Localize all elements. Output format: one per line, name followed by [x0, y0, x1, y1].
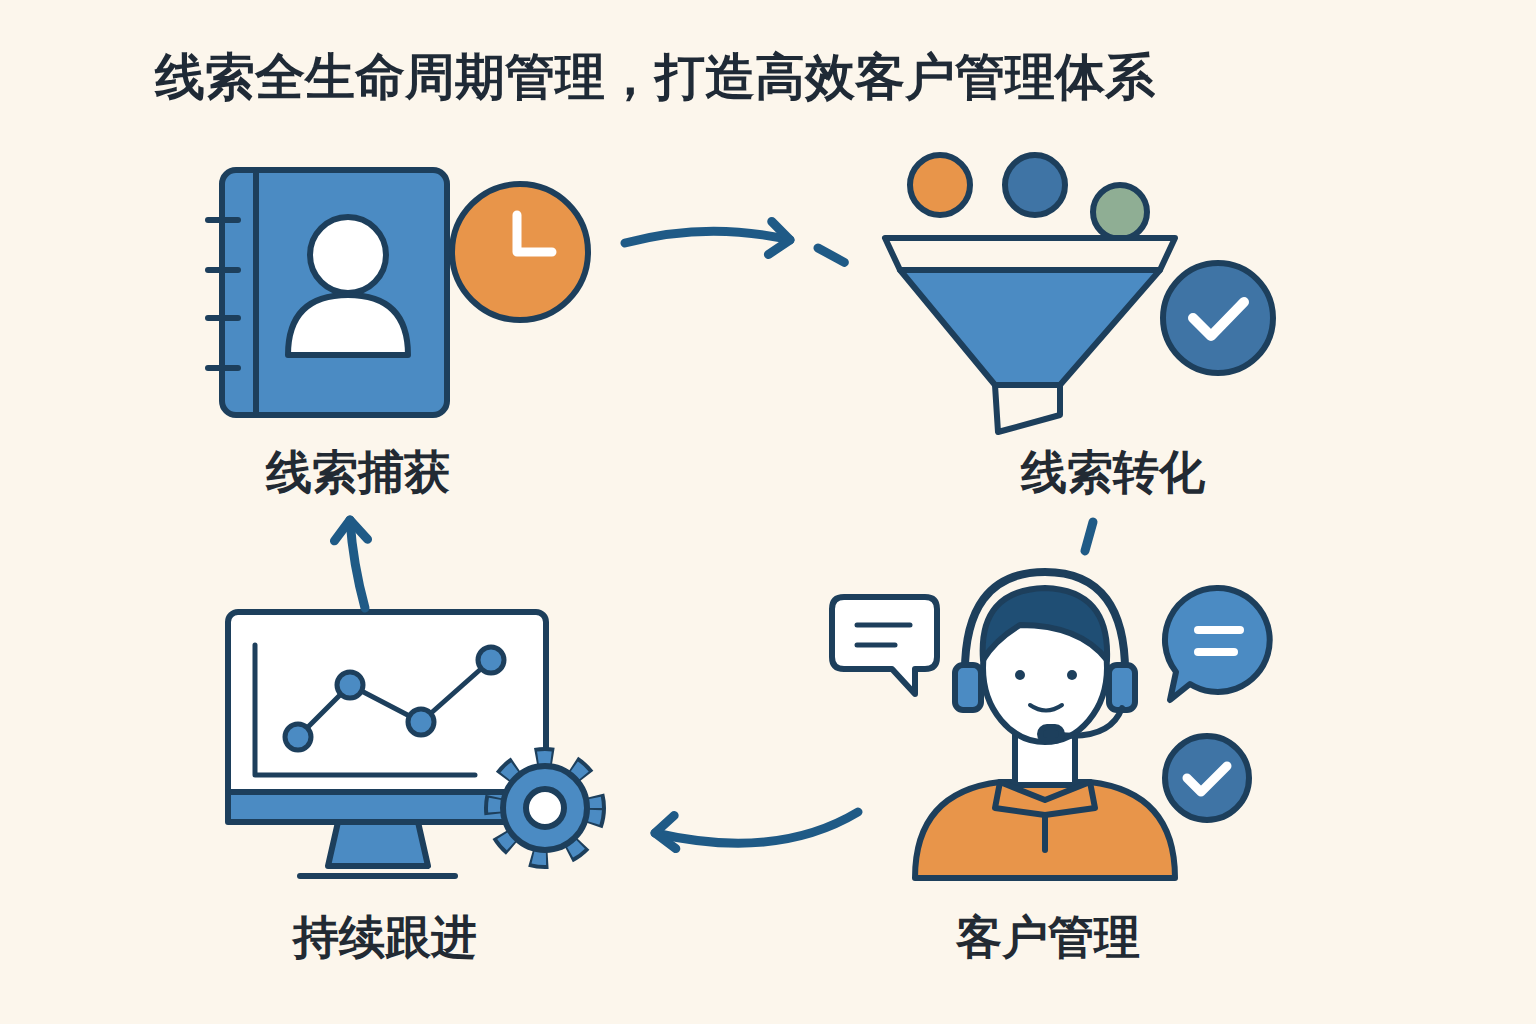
agent-icon	[915, 572, 1175, 878]
contact-book-icon	[208, 170, 447, 415]
flow-connector	[625, 222, 862, 272]
check-badge	[1165, 736, 1249, 820]
check-badge	[1163, 263, 1273, 373]
funnel-icon	[885, 155, 1175, 432]
connector-line	[655, 812, 858, 843]
diagram-title: 线索全生命周期管理，打造高效客户管理体系	[155, 44, 1155, 111]
stage-node: 持续跟进	[220, 600, 650, 965]
stage-label: 持续跟进	[293, 910, 477, 965]
arrow-head	[334, 520, 367, 541]
dashed-line	[818, 248, 862, 272]
stage-label: 客户管理	[956, 910, 1140, 965]
stage-label: 线索转化	[1021, 445, 1205, 500]
stage-node: 线索捕获	[200, 160, 620, 500]
arrow-head	[655, 815, 676, 848]
flow-connector	[1083, 522, 1093, 558]
flow-connector	[655, 812, 858, 849]
clock-icon	[452, 184, 588, 320]
speech-bubble	[832, 597, 937, 694]
flow-connector	[334, 520, 367, 608]
chat-bubble	[1165, 588, 1270, 700]
connector-line	[625, 231, 790, 243]
stage-label: 线索捕获	[266, 445, 450, 500]
dashed-line	[1083, 522, 1093, 558]
stage-node: 线索转化	[870, 150, 1290, 500]
stage-node: 客户管理	[860, 570, 1280, 965]
gear-icon	[495, 758, 595, 858]
arrow-head	[768, 222, 790, 255]
